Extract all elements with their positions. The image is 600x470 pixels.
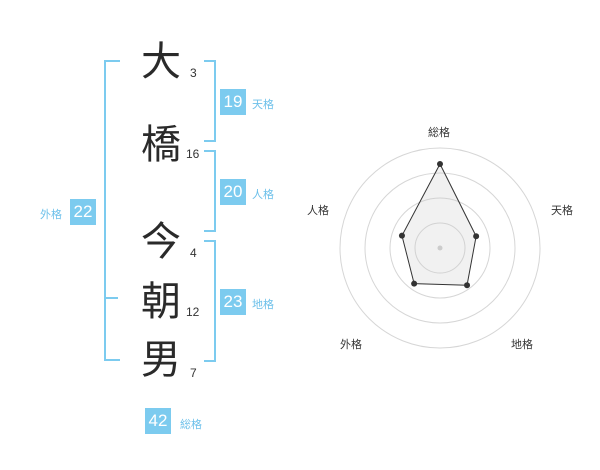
radar-grid-ring <box>389 197 491 299</box>
radar-series-polygon <box>401 162 477 286</box>
stroke-count-2: 16 <box>186 147 200 161</box>
radar-point-5 <box>398 232 405 239</box>
chikaku-label: 地格 <box>252 298 274 311</box>
jinkaku-value: 20 <box>220 179 246 205</box>
name-char-3: 今 <box>141 219 181 265</box>
name-char-4: 朝 <box>141 279 181 325</box>
gaikaku-value: 22 <box>70 199 96 225</box>
radar-point-4 <box>411 280 418 287</box>
radar-point-1 <box>437 161 443 167</box>
name-char-5: 男 <box>141 337 181 383</box>
chikaku-bracket <box>204 240 216 362</box>
radar-axis-label-1: 総格 <box>428 126 450 139</box>
radar-axis-label-4: 外格 <box>340 338 362 351</box>
radar-axis-label-3: 地格 <box>511 338 533 351</box>
tenkaku-label: 天格 <box>252 98 274 111</box>
gaikaku-bracket <box>104 60 120 361</box>
radar-center <box>437 245 443 251</box>
name-char-2: 橋 <box>141 122 181 168</box>
radar-axis-label-5: 人格 <box>307 204 329 217</box>
tenkaku-bracket <box>204 60 216 142</box>
soukaku-value: 42 <box>145 408 171 434</box>
radar-grid-ring <box>364 172 516 324</box>
gaikaku-label: 外格 <box>40 208 62 221</box>
name-char-1: 大 <box>141 39 181 85</box>
radar-axis-label-2: 天格 <box>551 204 573 217</box>
soukaku-label: 総格 <box>180 418 202 431</box>
radar-grid-ring <box>339 147 541 349</box>
stroke-count-5: 7 <box>190 366 197 380</box>
gaikaku-bracket-tick <box>104 297 118 299</box>
radar-grid-ring <box>414 222 466 274</box>
jinkaku-label: 人格 <box>252 188 274 201</box>
chikaku-value: 23 <box>220 289 246 315</box>
radar-point-3 <box>464 282 471 289</box>
tenkaku-value: 19 <box>220 89 246 115</box>
stroke-count-3: 4 <box>190 246 197 260</box>
stroke-count-4: 12 <box>186 305 200 319</box>
radar-point-2 <box>473 233 480 240</box>
stroke-count-1: 3 <box>190 66 197 80</box>
jinkaku-bracket <box>204 150 216 232</box>
